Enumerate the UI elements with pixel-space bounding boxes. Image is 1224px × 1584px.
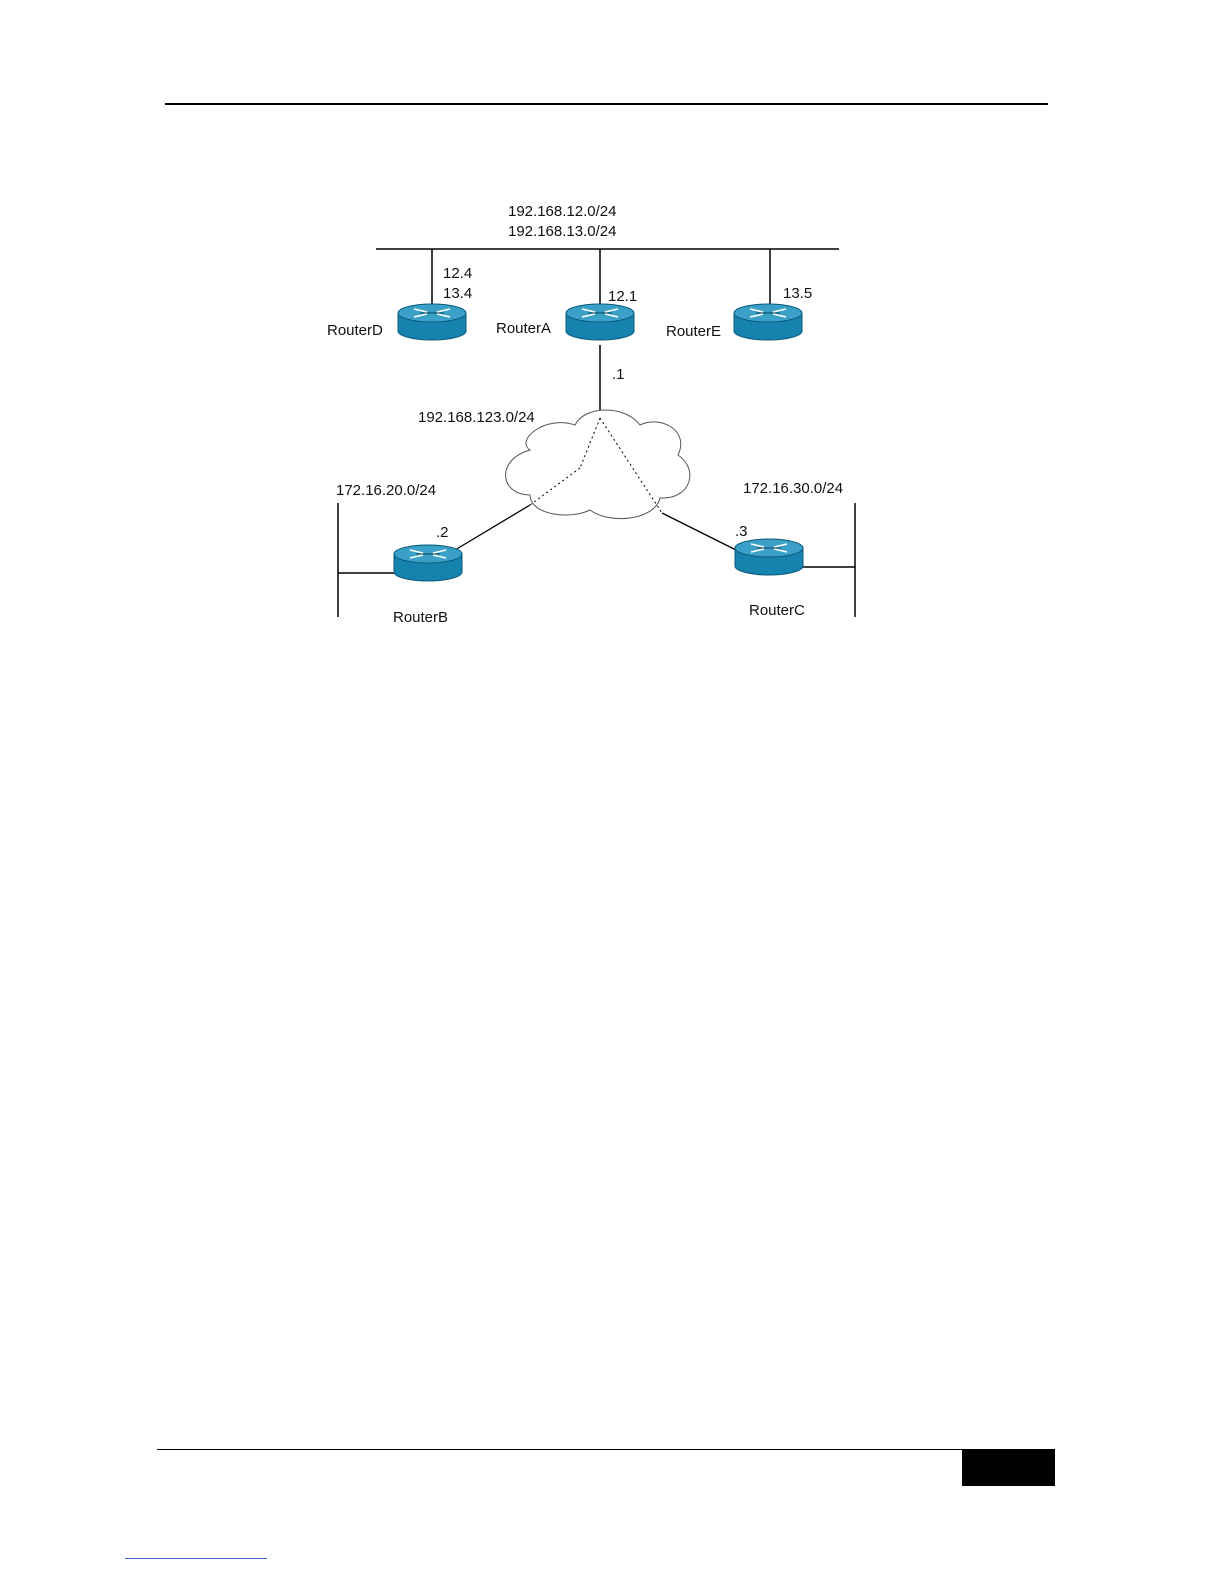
routerc-label: RouterC <box>749 602 805 619</box>
router-icon <box>735 539 803 575</box>
routerd-address-2: 13.4 <box>443 285 472 302</box>
cloud-to-routerb-link <box>450 505 530 553</box>
routerb-address: .2 <box>436 524 449 541</box>
cloud-icon <box>506 410 690 519</box>
routera-label: RouterA <box>496 320 551 337</box>
footer-link-underline[interactable] <box>125 1558 267 1559</box>
router-icon <box>566 304 634 340</box>
page-number-box <box>962 1450 1055 1486</box>
subnet-label-192-168-13: 192.168.13.0/24 <box>508 223 616 240</box>
footer-rule <box>157 1449 1055 1450</box>
lan-b-segment <box>338 503 394 617</box>
routerd-label: RouterD <box>327 322 383 339</box>
router-icon <box>398 304 466 340</box>
lan-b-subnet-label: 172.16.20.0/24 <box>336 482 436 499</box>
routerc-address: .3 <box>735 523 748 540</box>
lan-c-segment <box>802 503 855 617</box>
lan-c-subnet-label: 172.16.30.0/24 <box>743 480 843 497</box>
frame-relay-subnet-label: 192.168.123.0/24 <box>418 409 535 426</box>
routera-address-top: 12.1 <box>608 288 637 305</box>
routerd-address-1: 12.4 <box>443 265 472 282</box>
routerb-label: RouterB <box>393 609 448 626</box>
routera-address-bottom: .1 <box>612 366 625 383</box>
cloud-to-routerc-link <box>662 513 736 550</box>
router-icon <box>734 304 802 340</box>
subnet-label-192-168-12: 192.168.12.0/24 <box>508 203 616 220</box>
routere-label: RouterE <box>666 323 721 340</box>
routere-address: 13.5 <box>783 285 812 302</box>
router-icon <box>394 545 462 581</box>
